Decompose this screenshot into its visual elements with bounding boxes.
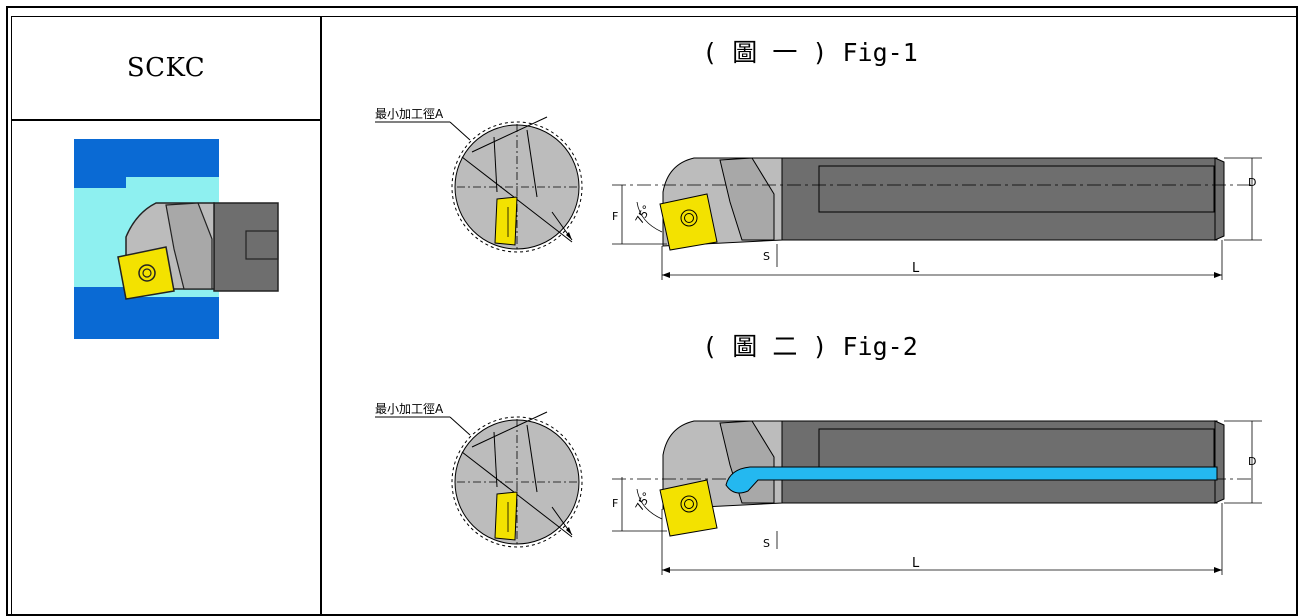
product-thumbnail <box>74 139 279 339</box>
min-bore-circle <box>451 121 583 253</box>
dim-f: F <box>612 210 618 223</box>
column-divider <box>320 16 322 616</box>
end-view: 最小加工徑A <box>375 107 583 253</box>
head-face <box>719 157 775 241</box>
figure-1-title: ( 圖 一 ) Fig-1 <box>702 38 918 67</box>
min-bore-label: 最小加工徑A <box>375 402 444 416</box>
thumb-shank-slot <box>245 230 279 260</box>
coolant-channel <box>725 466 1218 494</box>
row-divider <box>11 119 321 121</box>
dim-l: L <box>912 556 920 571</box>
shank <box>781 420 1218 504</box>
figure-2-title: ( 圖 二 ) Fig-2 <box>702 332 918 361</box>
angle-label: 75° <box>633 203 654 226</box>
product-code: SCKC <box>126 53 206 83</box>
shank <box>781 157 1218 241</box>
insert-screw <box>680 209 698 227</box>
thumb-head-face <box>165 202 213 290</box>
min-bore-circle <box>451 416 583 548</box>
end-view: 最小加工徑A <box>375 402 583 548</box>
end-view-insert <box>494 491 518 541</box>
shank-chamfer <box>1214 420 1225 504</box>
flat <box>818 165 1215 213</box>
angle-label: 75° <box>633 490 654 513</box>
figure-2-drawing: 最小加工徑A F 75° S D <box>375 402 1262 575</box>
insert-screw <box>680 495 698 513</box>
dim-s: S <box>763 537 770 550</box>
figure-1-drawing: 最小加工徑A F 75° S <box>375 107 1262 280</box>
side-view: F 75° S D L <box>612 157 1262 280</box>
dim-s: S <box>763 250 770 263</box>
side-view: F 75° S D L <box>612 420 1262 575</box>
min-bore-label: 最小加工徑A <box>375 107 444 121</box>
shank-chamfer <box>1214 157 1225 241</box>
head-face <box>719 420 775 504</box>
thumb-insert-screw <box>138 264 156 282</box>
dim-f: F <box>612 497 618 510</box>
dim-l: L <box>912 261 920 276</box>
dim-d: D <box>1248 176 1256 189</box>
end-view-insert <box>494 196 518 246</box>
table-border <box>11 16 1298 616</box>
dim-d: D <box>1248 455 1256 468</box>
